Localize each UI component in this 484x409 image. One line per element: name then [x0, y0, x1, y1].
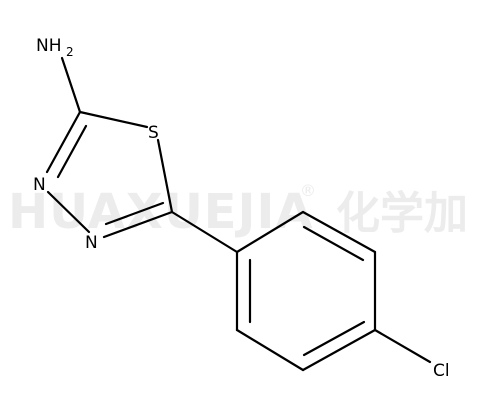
- atom-cl: Cl: [433, 361, 450, 381]
- bond-c5-phenyl: [170, 210, 239, 254]
- bond-n3-c2-second: [56, 124, 88, 179]
- bond-c5-n4-second: [104, 201, 165, 226]
- watermark: HUAXUEJIA ® 化学加: [8, 181, 468, 240]
- bond-ring-2: [301, 210, 377, 254]
- atom-n4: N: [85, 233, 98, 253]
- bonds: [45, 56, 432, 372]
- bond-n3-c2: [45, 110, 82, 174]
- bond-ring-4: [301, 328, 377, 372]
- bond-ring-5: [235, 328, 305, 372]
- atom-nh2: NH 2: [36, 36, 74, 59]
- watermark-registered-mark: ®: [300, 181, 316, 200]
- atom-nh2-label: NH: [36, 36, 62, 56]
- bond-ring-inner-1: [302, 225, 365, 262]
- bond-c2-nh2: [60, 56, 82, 114]
- bond-ring-1: [235, 210, 305, 254]
- watermark-cjk: 化学加: [336, 188, 468, 239]
- bond-s-c5: [156, 138, 174, 214]
- bond-ring-inner-2: [302, 320, 366, 357]
- atom-labels: NH 2 S N N Cl: [33, 36, 450, 381]
- atom-n3: N: [33, 175, 46, 195]
- bond-c2-s: [78, 110, 149, 129]
- bond-c5-n4: [102, 210, 174, 239]
- atom-nh2-subscript: 2: [66, 45, 74, 59]
- atom-s: S: [148, 123, 159, 143]
- watermark-latin: HUAXUEJIA: [8, 184, 313, 240]
- bond-c-cl: [373, 328, 432, 364]
- bond-n4-n3: [46, 190, 91, 234]
